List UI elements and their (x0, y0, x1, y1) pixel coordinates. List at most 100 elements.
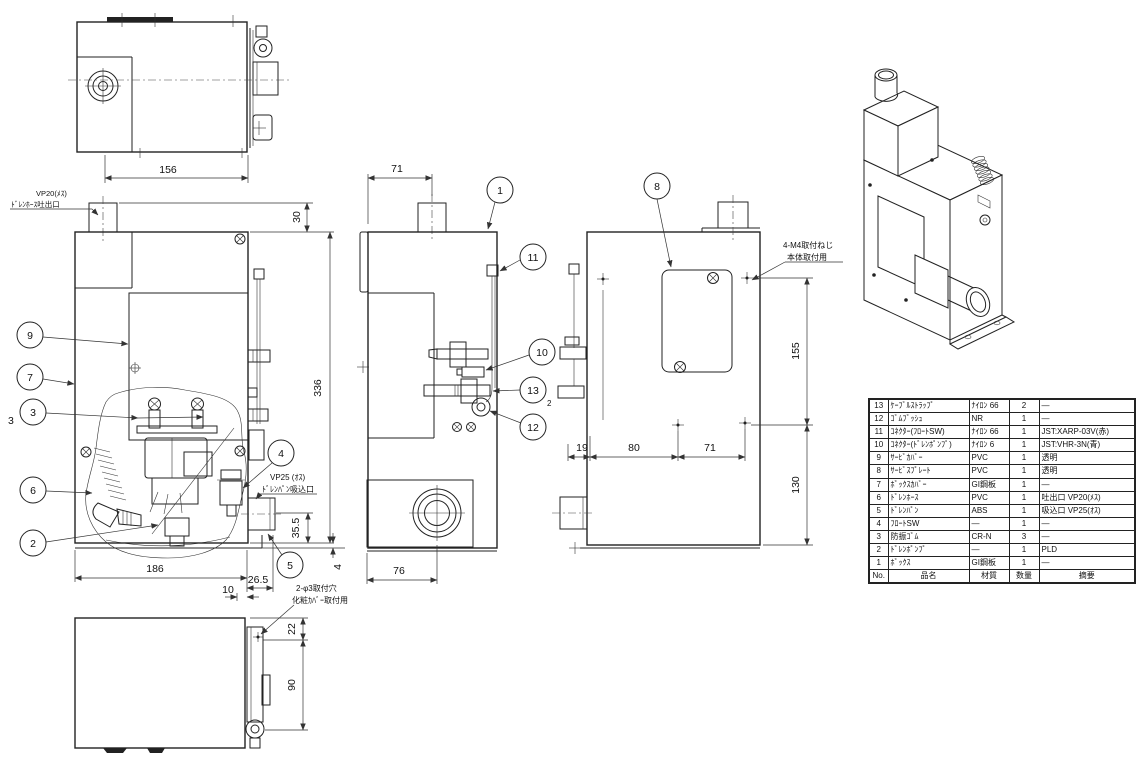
part-material: — (968, 543, 1010, 558)
balloon-number: 1 (497, 185, 503, 197)
top-view-side-bracket (249, 25, 279, 148)
dim-label: 156 (159, 164, 177, 176)
part-remarks: — (1038, 477, 1136, 492)
part-qty: 1 (1008, 477, 1040, 492)
pump-detail-cloud (85, 387, 247, 559)
dim-label: 22 (286, 623, 298, 635)
m4-label: 4-M4取付ねじ 本体取付用 (751, 240, 843, 281)
dim-front-336: 336 (250, 231, 334, 544)
dim-front-26-5: 26.5 (246, 535, 274, 592)
balloon-5: 5 (267, 533, 304, 579)
part-no: 7 (868, 477, 889, 492)
balloon-number: 2 (30, 538, 36, 550)
part-remarks: 吐出口 VP20(ﾒｽ) (1038, 490, 1136, 505)
part-no: 9 (868, 451, 889, 466)
float-switch-rods (423, 341, 491, 404)
phi3-hole (253, 632, 263, 642)
dim-rear-130: 130 (763, 424, 813, 546)
part-material: ABS (968, 503, 1010, 518)
balloon-8: 8 (643, 172, 673, 268)
dim-label: 10 (222, 584, 234, 596)
part-material: ﾅｲﾛﾝ 6 (968, 438, 1010, 453)
iso-outlet-port (914, 254, 991, 317)
part-material: NR (968, 412, 1010, 427)
part-name: ｺﾞﾑﾌﾞｯｼｭ (887, 412, 970, 427)
dim-label: 155 (790, 342, 802, 360)
part-no: 12 (868, 412, 889, 427)
dim-label: 4 (332, 564, 344, 570)
service-plate (661, 269, 733, 373)
balloon-11: 11 (499, 243, 547, 272)
vp25-label: VP25 (ｵｽ) ﾄﾞﾚﾝﾊﾟﾝ吸込口 (255, 473, 317, 500)
part-remarks: 透明 (1038, 464, 1136, 479)
part-remarks: — (1038, 529, 1136, 545)
iso-base-flange (948, 314, 1016, 350)
vp20-name-label: ﾄﾞﾚﾝﾎｰｽ吐出口 (11, 199, 60, 209)
part-qty: 1 (1008, 464, 1040, 479)
part-qty: 1 (1008, 438, 1040, 453)
vp20-outlet-port (88, 196, 118, 242)
part-name: ﾎﾞｯｸｽ (887, 556, 970, 571)
part-name: ﾄﾞﾚﾝﾎｰｽ (887, 490, 970, 505)
drain-hose-coil (92, 447, 142, 528)
balloon-13: 13 2 (492, 376, 552, 408)
service-cover (128, 292, 249, 441)
bottom-view (74, 617, 271, 753)
part-remarks: — (1038, 398, 1136, 414)
balloon-number: 10 (536, 347, 548, 359)
dim-label: 30 (291, 211, 303, 223)
table-header-row: No.品名材質数量摘要 (868, 569, 1136, 584)
part-remarks: 透明 (1038, 451, 1136, 466)
part-no: 13 (868, 398, 889, 414)
part-qty: 1 (1008, 451, 1040, 466)
balloon-1: 1 (486, 176, 514, 230)
dim-label: 35.5 (290, 518, 302, 539)
part-no: 8 (868, 464, 889, 479)
part-remarks: PLD (1038, 543, 1136, 558)
part-qty: 1 (1008, 490, 1040, 505)
dim-label: 186 (146, 563, 164, 575)
balloon-number: 4 (278, 448, 284, 460)
balloon-number: 13 (527, 385, 539, 397)
part-qty: 1 (1008, 556, 1040, 571)
part-material: PVC (968, 490, 1010, 505)
side-view (357, 194, 499, 552)
balloon-6: 6 (19, 476, 93, 504)
vp25-size-label: VP25 (ｵｽ) (270, 473, 305, 482)
part-name: ﾄﾞﾚﾝﾎﾟﾝﾌﾟ (887, 543, 970, 558)
part-material: ﾅｲﾛﾝ 66 (968, 425, 1010, 440)
part-no: 10 (868, 438, 889, 453)
part-no: 3 (868, 529, 889, 545)
part-name: 防振ｺﾞﾑ (887, 529, 970, 545)
front-right-edge-parts (247, 268, 271, 461)
part-material: GI鋼板 (968, 477, 1010, 492)
dim-label: 76 (393, 565, 405, 577)
screw-icon (234, 233, 246, 245)
part-name: ｺﾈｸﾀｰ(ﾄﾞﾚﾝﾎﾟﾝﾌﾟ) (887, 438, 970, 453)
iso-coil-hose (971, 156, 994, 226)
dim-front-4: 4 (262, 533, 345, 570)
front-view (74, 196, 284, 559)
float-switch (217, 469, 245, 517)
part-no: 11 (868, 425, 889, 440)
header-qty: 数量 (1008, 569, 1040, 584)
balloon-12: 12 (489, 410, 547, 441)
dim-top-156: 156 (104, 155, 249, 183)
vp25-name-label: ﾄﾞﾚﾝﾊﾟﾝ吸込口 (262, 485, 314, 494)
balloon-number: 7 (27, 372, 33, 384)
balloon-number: 12 (527, 422, 539, 434)
phi3-hole-label: 2-φ3取付穴 (296, 583, 337, 593)
dim-label: 80 (628, 442, 640, 454)
part-remarks: JST:XARP-03V(赤) (1038, 425, 1136, 440)
balloon-7: 7 (16, 363, 75, 391)
